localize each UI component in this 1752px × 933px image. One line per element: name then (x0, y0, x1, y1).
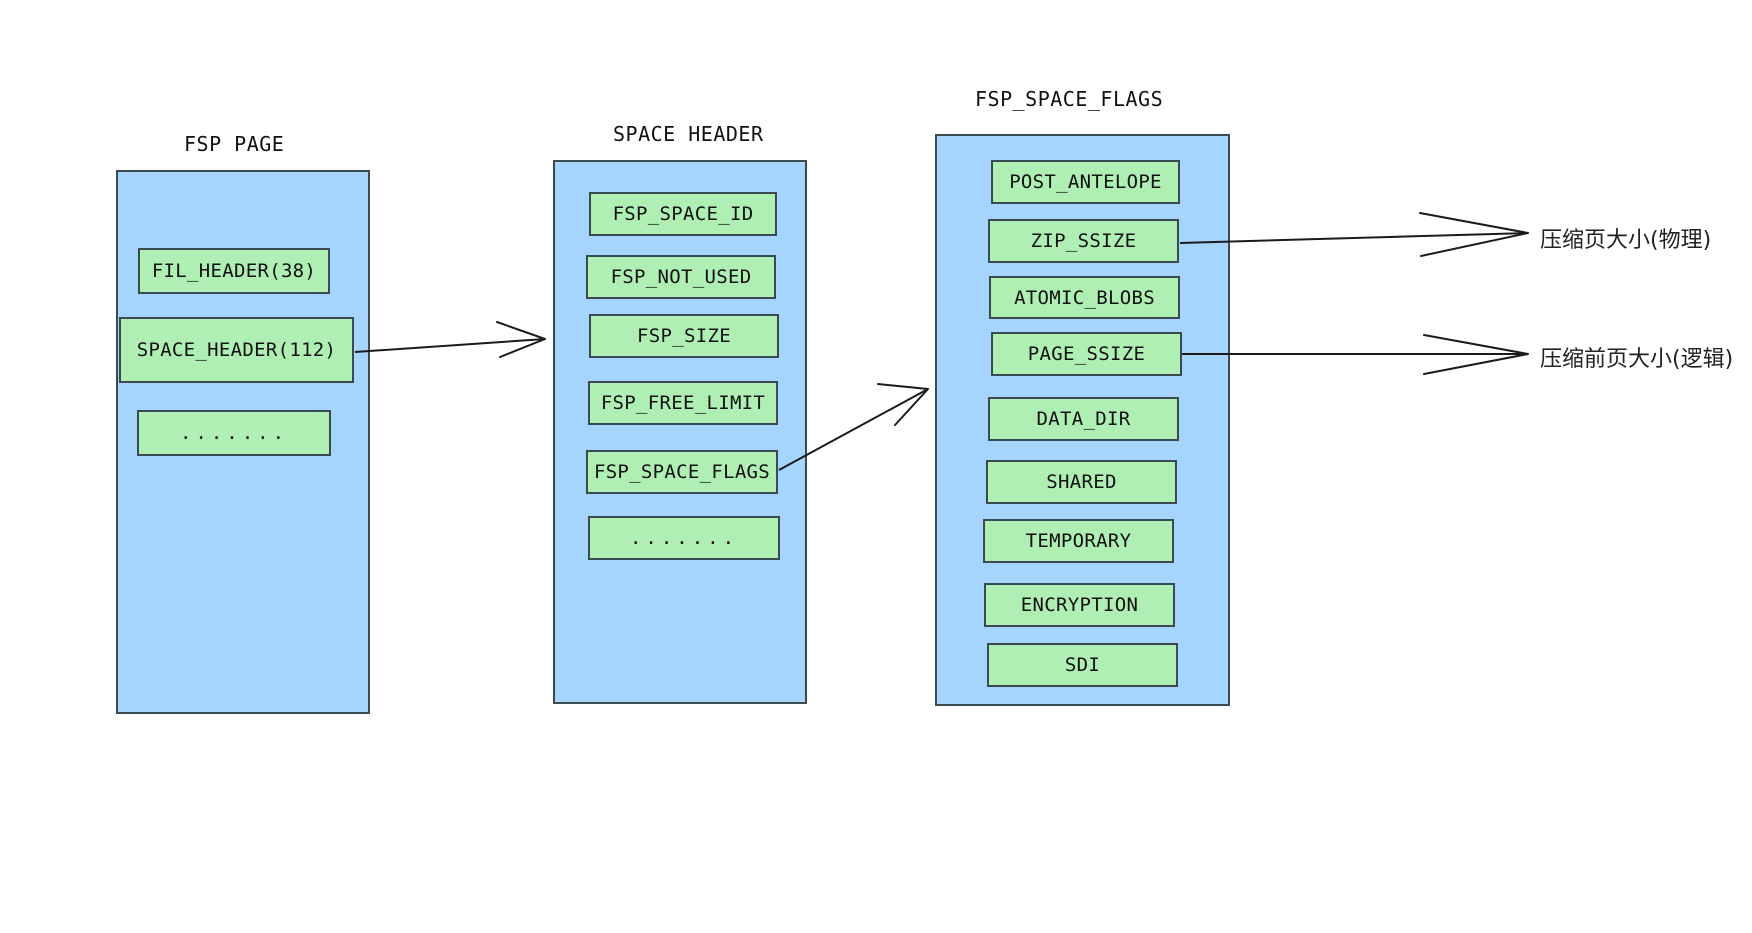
field-fsp-space-flags[interactable]: FSP_SPACE_FLAGS (586, 450, 778, 494)
field-atomic-blobs[interactable]: ATOMIC_BLOBS (989, 276, 1180, 319)
field-fil-header[interactable]: FIL_HEADER(38) (138, 248, 330, 294)
annotation-zip-ssize: 压缩页大小(物理) (1540, 228, 1712, 253)
field-post-antelope[interactable]: POST_ANTELOPE (991, 160, 1180, 204)
field-fsp-page-ellipsis: ....... (137, 410, 331, 456)
column-title-space-header: SPACE HEADER (613, 122, 764, 146)
field-space-header[interactable]: SPACE_HEADER(112) (119, 317, 354, 383)
field-data-dir[interactable]: DATA_DIR (988, 397, 1179, 441)
field-shared[interactable]: SHARED (986, 460, 1177, 504)
arrow-page-ssize-note (1182, 334, 1529, 375)
arrow-space-header-to-column (354, 321, 546, 358)
column-title-fsp-space-flags: FSP_SPACE_FLAGS (975, 87, 1164, 111)
field-space-header-ellipsis: ....... (588, 516, 780, 560)
annotation-page-ssize: 压缩前页大小(逻辑) (1540, 347, 1734, 372)
field-fsp-space-id[interactable]: FSP_SPACE_ID (589, 192, 777, 236)
field-temporary[interactable]: TEMPORARY (983, 519, 1174, 563)
column-title-fsp-page: FSP PAGE (184, 132, 285, 156)
field-zip-ssize[interactable]: ZIP_SSIZE (988, 219, 1179, 263)
field-fsp-free-limit[interactable]: FSP_FREE_LIMIT (588, 381, 778, 425)
field-sdi[interactable]: SDI (987, 643, 1178, 687)
field-encryption[interactable]: ENCRYPTION (984, 583, 1175, 627)
arrow-zip-ssize-note (1179, 212, 1529, 257)
field-fsp-size[interactable]: FSP_SIZE (589, 314, 779, 358)
container-space-header (553, 160, 807, 704)
field-page-ssize[interactable]: PAGE_SSIZE (991, 332, 1182, 376)
field-fsp-not-used[interactable]: FSP_NOT_USED (586, 255, 776, 299)
